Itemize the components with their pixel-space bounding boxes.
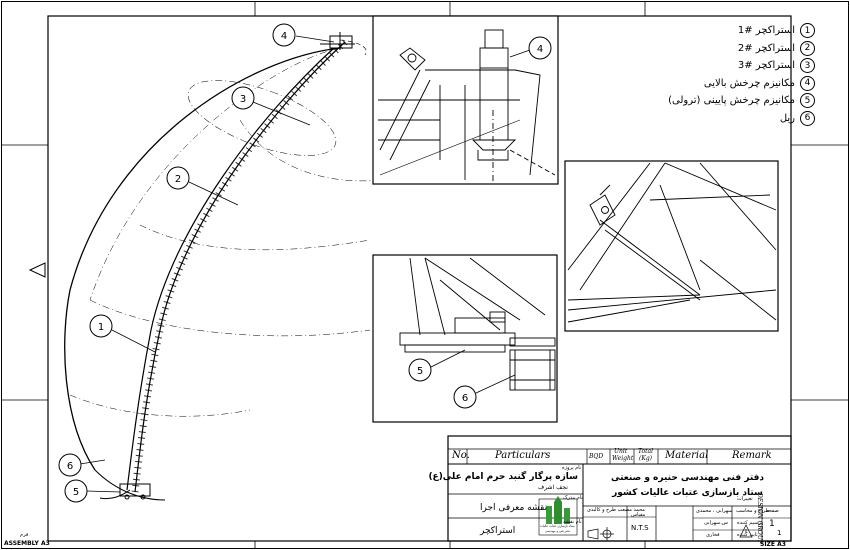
balloon-2: 2 xyxy=(166,166,239,206)
balloon-5-label: 5 xyxy=(73,487,79,498)
balloon-6-label: 6 xyxy=(67,461,73,472)
warning-icon xyxy=(739,524,753,538)
drawing-name: نقشه معرفی اجرا xyxy=(480,503,548,513)
header-remark: Remark xyxy=(732,450,772,461)
form-label: فرم xyxy=(20,532,29,538)
legend-item-label: مکانیزم چرخش پایینی (ترولی) xyxy=(668,95,795,107)
balloon-2-label: 2 xyxy=(175,174,181,185)
drafter-name: س.سهرابی xyxy=(704,520,728,526)
office-line-1: دفتر فنی مهندسی حنیره و صنعتی xyxy=(610,473,765,483)
scale-label: مقیاس xyxy=(631,512,646,518)
detail-balloon-4-label: 4 xyxy=(537,44,543,55)
assembly-label: ASSEMBLY A3 xyxy=(4,540,50,547)
legend-item-number: 4 xyxy=(800,75,815,91)
header-no: No. xyxy=(452,450,470,461)
designer-label: محمد مصعب طرح و کالبدی xyxy=(587,507,645,513)
header-unit: Unit xyxy=(614,448,628,455)
balloon-4: 4 xyxy=(272,23,335,47)
balloon-1-label: 1 xyxy=(98,322,104,333)
legend-item-number: 2 xyxy=(800,40,815,56)
balloon-3-label: 3 xyxy=(240,94,246,105)
sheet-label: صفحه xyxy=(766,508,779,514)
detail-view-bottom-trolley: 5 6 xyxy=(372,254,558,423)
legend-item: 4 مکانیزم چرخش بالایی xyxy=(625,75,815,93)
legend-item-number: 6 xyxy=(800,110,815,126)
centering-mark-left xyxy=(28,262,46,278)
legend-item-label: استراکچر #2 xyxy=(737,42,795,54)
legend-item: 3 استراکچر #3 xyxy=(625,57,815,75)
company-sub: دفتر فنی و مهندسی xyxy=(545,529,570,533)
detail-view-top-pivot: 4 xyxy=(372,15,559,185)
sheet-title: استراکچر xyxy=(480,526,516,536)
office-line-2: ستاد بازسازی عتبات عالیات کشور xyxy=(612,488,763,498)
legend-item: 2 استراکچر #2 xyxy=(625,40,815,58)
dome-outline xyxy=(64,39,381,501)
balloon-4-label: 4 xyxy=(281,31,287,42)
header-bqd: BQD xyxy=(589,453,604,460)
header-material: Material xyxy=(665,450,709,461)
legend-item-label: ریل xyxy=(779,112,795,124)
header-total: Total xyxy=(638,448,654,455)
legend-item: 5 مکانیزم چرخش پایینی (ترولی) xyxy=(625,92,815,110)
header-weight: Weight xyxy=(612,455,634,462)
designer-role: طراح و محاسب xyxy=(736,508,770,514)
truss-structure xyxy=(99,32,355,500)
checker-name: فخاری xyxy=(706,532,720,538)
balloon-6: 6 xyxy=(58,453,106,477)
designer-names: سهرابی ، محمدی xyxy=(696,508,733,514)
balloon-5: 5 xyxy=(64,479,121,503)
header-kg: (Kg) xyxy=(639,455,653,462)
title-block xyxy=(447,435,792,542)
company-logo-icon xyxy=(546,496,570,524)
scale-value: N.T.S xyxy=(631,524,649,532)
header-particulars: Particulars xyxy=(495,450,551,461)
legend-item-label: استراکچر #3 xyxy=(737,60,795,72)
project-location: نجف اشرف xyxy=(538,484,568,491)
balloon-1: 1 xyxy=(89,314,156,353)
sheet-total: 1 xyxy=(777,529,782,537)
parts-legend: 1 استراکچر #1 2 استراکچر #2 3 استراکچر #3 4… xyxy=(625,22,815,127)
detail-view-truss-joint xyxy=(564,160,779,332)
project-name: سازه پرگار گنبد حرم امام علی(ع) xyxy=(428,472,578,482)
legend-item-label: مکانیزم چرخش بالایی xyxy=(703,77,795,89)
size-label: SIZE A3 xyxy=(760,541,786,548)
detail-balloon-6-label: 6 xyxy=(462,393,468,404)
projection-symbol-icon xyxy=(587,527,614,541)
legend-item: 1 استراکچر #1 xyxy=(625,22,815,40)
legend-item: 6 ریل xyxy=(625,110,815,128)
sheet-caption: DESIGN GROUP xyxy=(756,493,763,544)
detail-balloon-5-label: 5 xyxy=(417,366,423,377)
revision-label: تغییرات xyxy=(737,496,753,502)
company-name: ستاد بازسازی عتبات عالیات xyxy=(540,524,575,528)
legend-item-number: 5 xyxy=(800,93,815,109)
legend-item-number: 3 xyxy=(800,58,815,74)
drawing-name-label: نام مدرک xyxy=(563,495,583,501)
sheet-title-label: نام نقشه xyxy=(563,519,582,525)
balloon-3: 3 xyxy=(231,86,311,126)
legend-item-label: استراکچر #1 xyxy=(737,25,795,37)
project-label: نام پروژه xyxy=(562,465,582,471)
checker-role: تایید کننده xyxy=(737,532,758,538)
sheet-number: 1 xyxy=(769,519,775,529)
drafter-role: ترسیم کننده xyxy=(737,520,763,526)
legend-item-number: 1 xyxy=(800,23,815,39)
